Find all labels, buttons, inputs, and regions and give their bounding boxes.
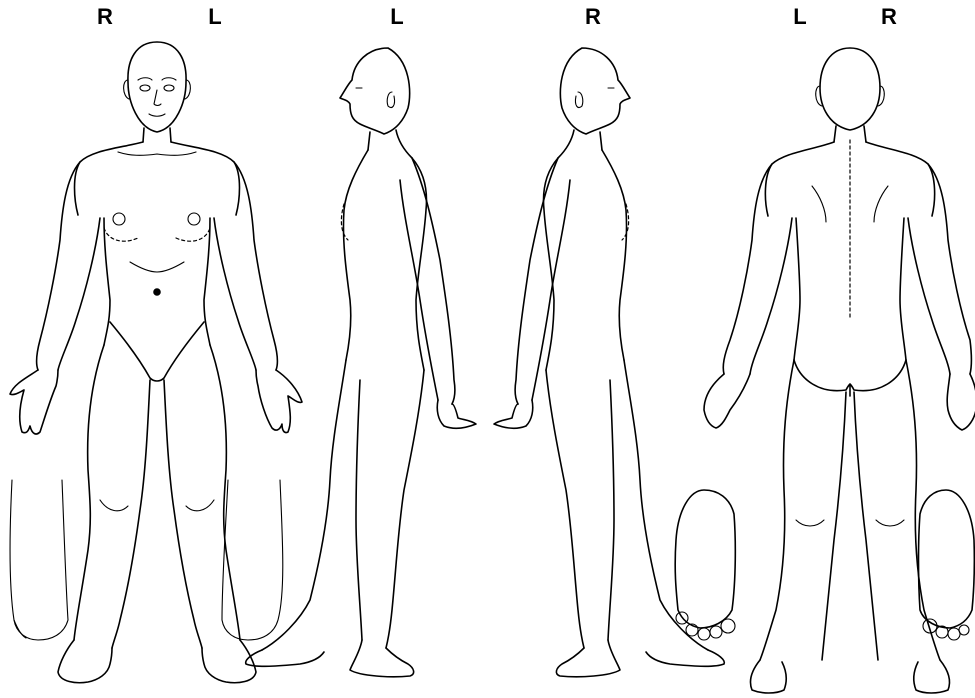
detail-foot-right xyxy=(14,620,68,640)
sole-left-outline xyxy=(675,490,735,628)
back-hand-right xyxy=(947,374,975,430)
front-nose xyxy=(154,90,161,106)
left-ear xyxy=(387,92,394,108)
detail-leg-right-outline xyxy=(10,480,68,638)
front-eye-left xyxy=(164,85,174,91)
front-clavicle xyxy=(118,152,196,155)
back-scapula-left xyxy=(812,186,826,222)
front-lower-legs-detail xyxy=(10,480,283,640)
back-buttocks xyxy=(794,360,906,396)
front-foot-right xyxy=(58,640,112,683)
left-arm xyxy=(400,158,455,404)
right-head xyxy=(560,48,630,134)
back-arm-right xyxy=(908,164,972,374)
front-breast-left xyxy=(176,228,210,241)
front-knee-left xyxy=(186,500,214,511)
front-breast-right xyxy=(104,228,138,241)
front-brow-right xyxy=(138,78,152,80)
left-leg-rear xyxy=(356,380,362,640)
left-leg-back xyxy=(386,370,424,648)
front-eye-right xyxy=(140,85,150,91)
detail-foot-left xyxy=(222,620,278,640)
right-foot-rear xyxy=(646,650,724,666)
front-leg-right xyxy=(74,345,150,648)
back-hand-left xyxy=(704,374,750,428)
left-neck xyxy=(368,130,412,158)
front-hand-left xyxy=(256,370,302,433)
front-neck xyxy=(143,128,171,142)
right-side-view-figure xyxy=(494,48,724,677)
front-pelvis xyxy=(110,322,204,381)
front-foot-left xyxy=(202,640,256,683)
back-leg-left xyxy=(760,360,846,660)
back-leg-right xyxy=(854,360,940,660)
front-leg-left xyxy=(164,345,240,648)
back-foot-right xyxy=(914,660,950,693)
right-ear xyxy=(575,92,582,108)
front-knee-right xyxy=(100,500,128,511)
front-torso xyxy=(75,142,240,215)
right-torso-front xyxy=(602,150,627,360)
sole-right-toe-3 xyxy=(948,628,960,640)
back-knee-left xyxy=(796,520,824,526)
front-mouth xyxy=(149,114,165,116)
left-foot-rear xyxy=(246,650,324,666)
sole-left-toe-3 xyxy=(698,628,710,640)
sole-left-toe-4 xyxy=(710,626,722,638)
front-view-figure xyxy=(10,42,302,683)
front-arm-right xyxy=(37,162,100,370)
front-abdomen xyxy=(130,262,184,272)
front-brow-left xyxy=(162,78,176,80)
back-scapula-right xyxy=(874,186,888,222)
back-view-figure xyxy=(704,48,975,693)
front-head xyxy=(128,42,186,132)
front-torso-sides xyxy=(104,218,210,345)
left-foot-front xyxy=(350,640,414,677)
sole-left-toe-5 xyxy=(721,619,735,633)
right-hand xyxy=(494,400,533,428)
back-foot-left xyxy=(750,660,786,693)
back-knee-right xyxy=(876,520,904,526)
right-neck xyxy=(558,130,602,158)
right-foot-front xyxy=(556,640,620,677)
front-navel xyxy=(154,289,160,295)
right-arm xyxy=(515,158,570,404)
front-arm-left xyxy=(214,162,277,370)
detail-leg-left-outline xyxy=(222,480,283,620)
sole-left-figure xyxy=(675,490,735,640)
right-leg-rear xyxy=(608,380,614,640)
front-nipple-right xyxy=(113,213,125,225)
right-leg-back xyxy=(546,370,584,648)
right-leg-front xyxy=(624,360,708,650)
sole-right-outline xyxy=(919,490,975,628)
back-arm-left xyxy=(723,164,792,374)
sole-right-toe-4 xyxy=(959,625,969,635)
front-nipple-left xyxy=(188,213,200,225)
left-torso-front xyxy=(343,150,368,360)
left-head xyxy=(340,48,410,134)
left-leg-front xyxy=(262,360,346,650)
left-side-view-figure xyxy=(246,48,476,677)
left-hand xyxy=(437,400,476,428)
back-head xyxy=(820,48,880,130)
front-hand-right xyxy=(10,370,58,434)
